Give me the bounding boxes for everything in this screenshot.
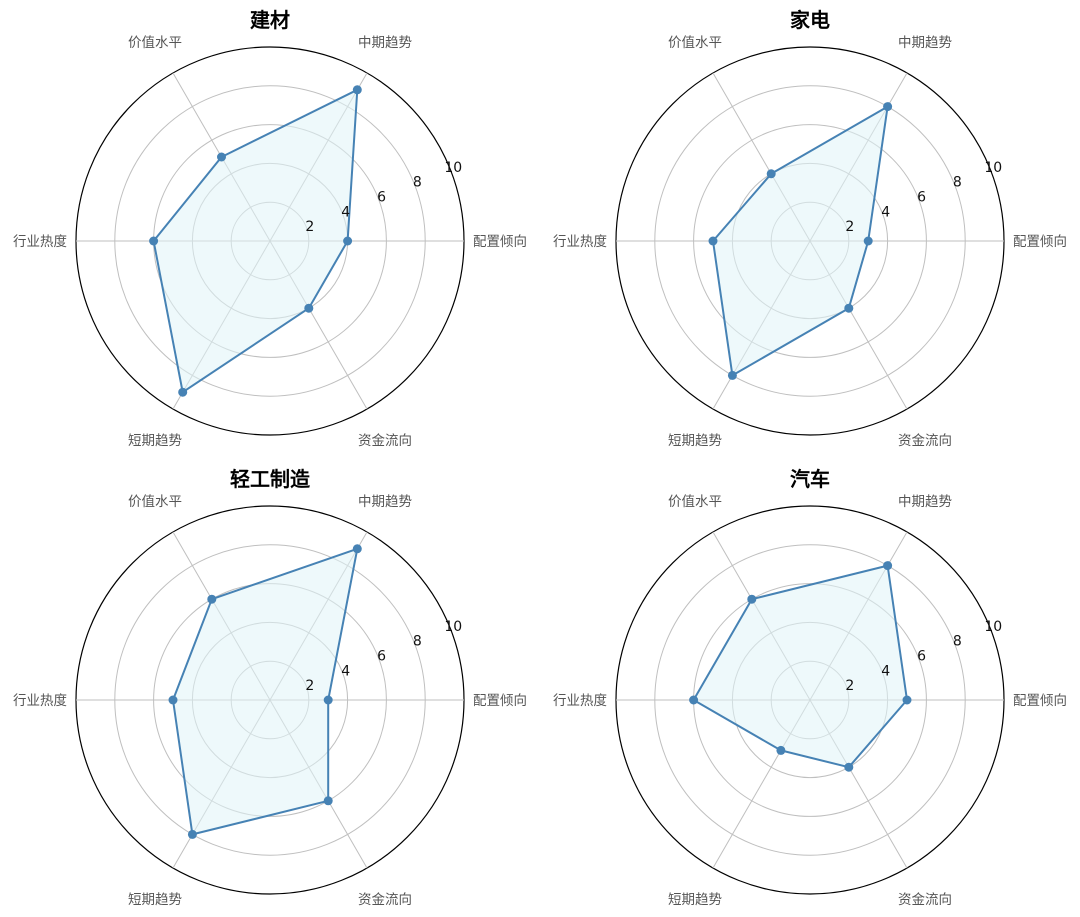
data-point	[187, 829, 197, 839]
axis-label: 短期趋势	[668, 433, 722, 449]
axis-label: 行业热度	[13, 234, 67, 250]
data-point	[776, 745, 786, 755]
axis-label: 价值水平	[668, 494, 722, 510]
data-point	[352, 544, 362, 554]
r-tick-label: 8	[953, 175, 962, 191]
r-tick-label: 10	[444, 160, 462, 176]
r-tick-label: 4	[341, 663, 350, 679]
chart-title: 轻工制造	[230, 467, 311, 491]
r-tick-label: 6	[377, 189, 386, 205]
r-tick-label: 2	[845, 678, 854, 694]
data-point	[178, 387, 188, 397]
axis-label: 短期趋势	[128, 433, 182, 449]
axis-label: 短期趋势	[128, 892, 182, 908]
data-point	[727, 370, 737, 380]
axis-label: 资金流向	[358, 433, 412, 449]
r-tick-label: 4	[341, 204, 350, 220]
data-point	[902, 695, 912, 705]
r-tick-label: 2	[305, 219, 314, 235]
axis-label: 中期趋势	[358, 35, 412, 51]
r-tick-label: 10	[444, 619, 462, 635]
axis-label: 价值水平	[668, 35, 722, 51]
r-tick-label: 4	[881, 204, 890, 220]
data-point	[207, 594, 217, 604]
data-point	[217, 152, 226, 162]
axis-label: 价值水平	[128, 494, 182, 510]
r-tick-label: 6	[917, 648, 926, 664]
r-tick-label: 10	[984, 619, 1002, 635]
data-point	[323, 796, 333, 806]
axis-label: 中期趋势	[898, 35, 952, 51]
data-point	[352, 85, 362, 95]
axis-label: 中期趋势	[358, 494, 412, 510]
axis-label: 行业热度	[553, 693, 607, 709]
series-area	[152, 88, 359, 394]
r-tick-label: 6	[917, 189, 926, 205]
axis-label: 行业热度	[13, 693, 67, 709]
r-tick-label: 4	[881, 663, 890, 679]
series-area	[712, 105, 889, 377]
r-tick-label: 8	[413, 634, 422, 650]
data-point	[323, 695, 333, 705]
axis-label: 价值水平	[128, 35, 182, 51]
data-point	[343, 236, 353, 246]
series-area	[172, 547, 359, 836]
r-tick-label: 10	[984, 160, 1002, 176]
axis-label: 资金流向	[358, 892, 412, 908]
axis-label: 资金流向	[898, 892, 952, 908]
data-point	[844, 303, 854, 313]
data-point	[844, 762, 854, 772]
chart-title: 汽车	[790, 467, 830, 491]
series-area	[692, 564, 908, 769]
r-tick-label: 2	[305, 678, 314, 694]
data-point	[304, 303, 314, 313]
data-point	[863, 236, 873, 246]
data-point	[708, 236, 718, 246]
data-point	[149, 236, 159, 246]
axis-label: 行业热度	[553, 234, 607, 250]
data-point	[168, 695, 178, 705]
axis-label: 资金流向	[898, 433, 952, 449]
axis-label: 配置倾向	[473, 234, 527, 250]
r-tick-label: 2	[845, 219, 854, 235]
r-tick-label: 8	[953, 634, 962, 650]
data-point	[766, 169, 776, 179]
r-tick-label: 6	[377, 648, 386, 664]
data-point	[747, 594, 757, 604]
data-point	[689, 695, 699, 705]
axis-label: 配置倾向	[1013, 234, 1067, 250]
axis-label: 配置倾向	[1013, 693, 1067, 709]
axis-label: 配置倾向	[473, 693, 527, 709]
data-point	[883, 102, 893, 112]
data-point	[883, 561, 893, 571]
r-tick-label: 8	[413, 175, 422, 191]
axis-label: 中期趋势	[898, 494, 952, 510]
chart-title: 建材	[250, 8, 290, 32]
chart-title: 家电	[790, 8, 830, 32]
axis-label: 短期趋势	[668, 892, 722, 908]
